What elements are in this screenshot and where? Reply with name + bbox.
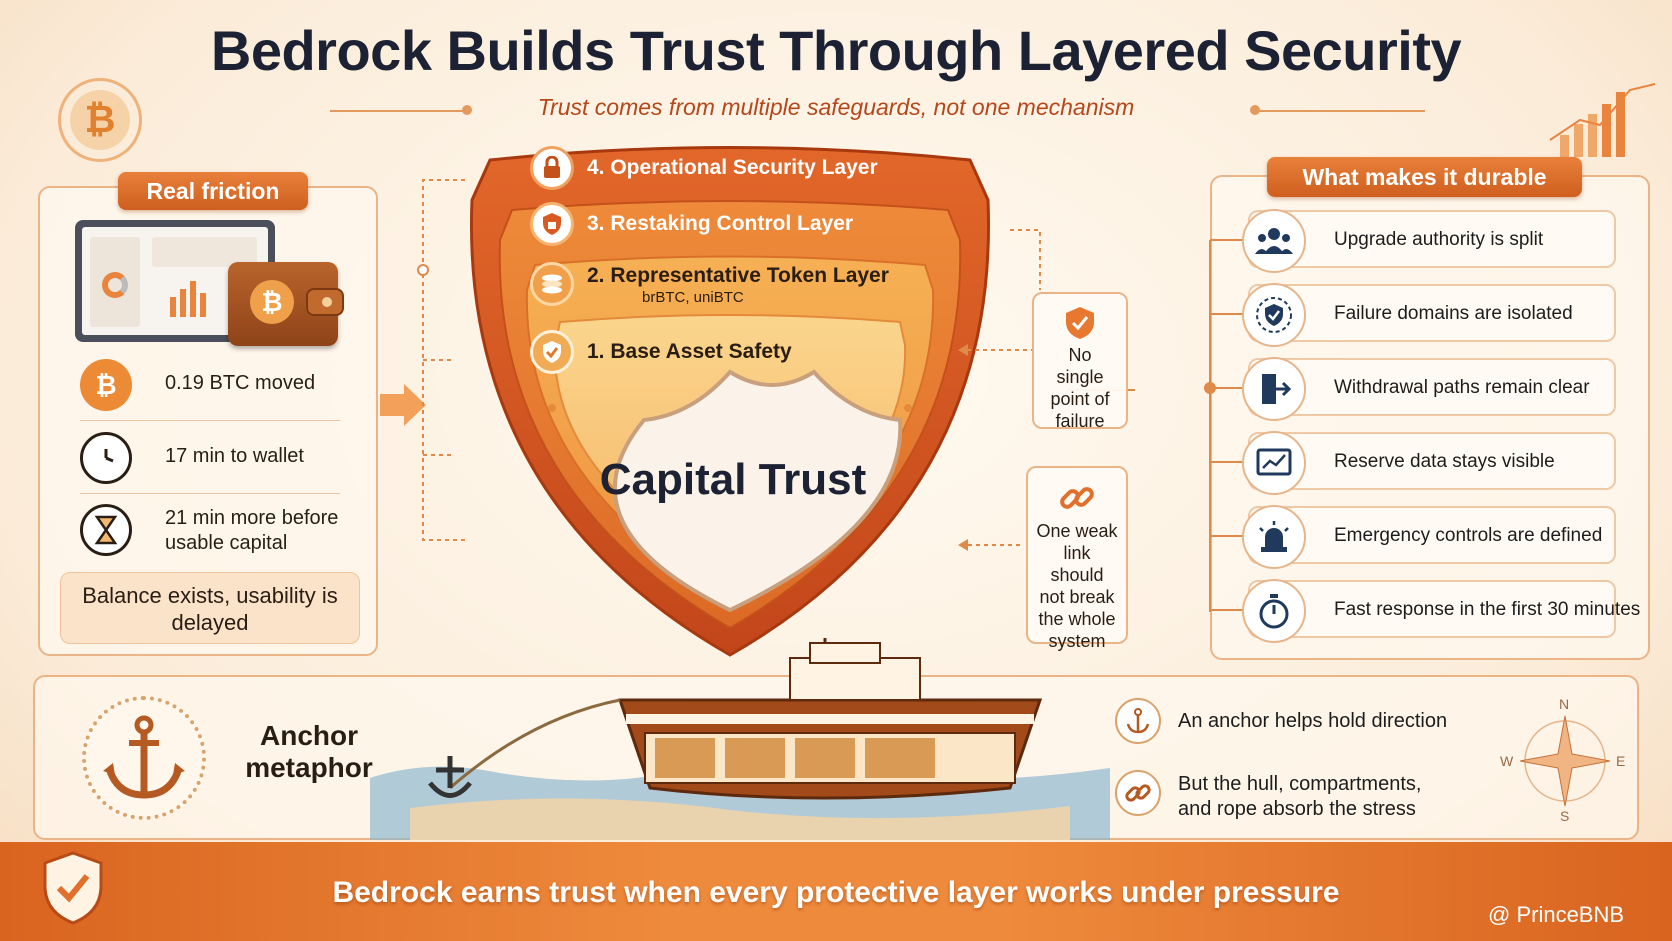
compass-w: W bbox=[1500, 753, 1514, 769]
shield-check-icon bbox=[1064, 306, 1096, 340]
page-subtitle: Trust comes from multiple safeguards, no… bbox=[537, 94, 1135, 120]
layer-2-sublabel: brBTC, uniBTC bbox=[642, 289, 744, 306]
chain-link-icon bbox=[1057, 478, 1097, 518]
durability-connectors bbox=[1204, 239, 1246, 612]
feature-upgrade-authority: Upgrade authority is split bbox=[1242, 209, 1616, 273]
clock-icon bbox=[80, 432, 132, 484]
footer-message: Bedrock earns trust when every protectiv… bbox=[332, 876, 1340, 909]
author-credit: @ PrinceBNB bbox=[1488, 902, 1625, 927]
people-icon bbox=[1242, 209, 1306, 273]
feature-emergency-controls: Emergency controls are defined bbox=[1242, 505, 1616, 569]
metric-divider bbox=[80, 420, 340, 421]
weak-link-text: One weak link should not break the whole… bbox=[1036, 521, 1118, 651]
weak-link-note: One weak link should not break the whole… bbox=[1026, 466, 1128, 651]
bitcoin-icon: ₿ bbox=[80, 359, 132, 411]
layer-2-label: 2. Representative Token Layer bbox=[587, 264, 889, 287]
feature-fast-response: Fast response in the first 30 minutes bbox=[1242, 579, 1640, 643]
feature-label: Emergency controls are defined bbox=[1334, 525, 1603, 546]
feature-label: Upgrade authority is split bbox=[1334, 229, 1544, 250]
feature-label: Withdrawal paths remain clear bbox=[1334, 377, 1590, 398]
feature-label: Failure domains are isolated bbox=[1334, 303, 1573, 324]
feature-label: Fast response in the first 30 minutes bbox=[1334, 599, 1641, 620]
metric-time-to-wallet: 17 min to wallet bbox=[80, 428, 350, 490]
exit-door-icon bbox=[1242, 357, 1306, 421]
core-shield-shape bbox=[612, 369, 903, 613]
chain-link-icon bbox=[1115, 770, 1161, 816]
metric-text: 0.19 BTC moved bbox=[165, 372, 316, 394]
ship-illustration bbox=[370, 638, 1110, 840]
lock-icon bbox=[530, 146, 574, 190]
metric-text: 21 min more before usable capital bbox=[165, 507, 339, 554]
metric-usable-capital: 21 min more before usable capital bbox=[80, 500, 350, 562]
balance-note: Balance exists, usability is delayed bbox=[60, 572, 360, 644]
shield-icon bbox=[1242, 283, 1306, 347]
capital-trust-label: Capital Trust bbox=[599, 455, 867, 504]
hourglass-icon bbox=[80, 504, 132, 556]
feature-failure-domains: Failure domains are isolated bbox=[1242, 283, 1616, 347]
footer-banner bbox=[0, 842, 1672, 941]
connector-lines bbox=[417, 179, 465, 541]
compass-e: E bbox=[1616, 753, 1626, 769]
no-single-point-note: No single point of failure bbox=[1032, 292, 1128, 431]
stopwatch-icon bbox=[1242, 579, 1306, 643]
compass-rose-icon: N E S W bbox=[1500, 696, 1630, 826]
subtitle-line-left bbox=[330, 110, 470, 112]
metaphor-line-2: But the hull, compartments, and rope abs… bbox=[1178, 773, 1422, 820]
bitcoin-emblem-icon: ₿ bbox=[58, 78, 142, 162]
metaphor-line-1: An anchor helps hold direction bbox=[1178, 710, 1448, 732]
metric-btc-moved: ₿ 0.19 BTC moved bbox=[80, 355, 350, 417]
shield-lock-icon bbox=[530, 202, 574, 246]
metric-divider bbox=[80, 493, 340, 494]
stack-icon bbox=[530, 262, 574, 306]
anchor-metaphor-title: Anchor metaphor bbox=[245, 720, 373, 783]
check-shield-icon bbox=[530, 330, 574, 374]
anchor-emblem-icon bbox=[82, 696, 206, 820]
real-friction-heading: Real friction bbox=[118, 172, 308, 210]
compass-n: N bbox=[1559, 696, 1570, 712]
page-title: Bedrock Builds Trust Through Layered Sec… bbox=[210, 19, 1462, 82]
feature-withdrawal-paths: Withdrawal paths remain clear bbox=[1242, 357, 1616, 421]
footer-shield-icon bbox=[40, 850, 106, 926]
no-single-point-text: No single point of failure bbox=[1050, 345, 1110, 431]
anchor-icon bbox=[1115, 698, 1161, 744]
layer-3-label: 3. Restaking Control Layer bbox=[587, 212, 854, 235]
feature-reserve-data: Reserve data stays visible bbox=[1242, 431, 1616, 495]
chart-monitor-icon bbox=[1242, 431, 1306, 495]
feature-label: Reserve data stays visible bbox=[1334, 451, 1555, 472]
layer-1-label: 1. Base Asset Safety bbox=[587, 340, 792, 363]
subtitle-line-right bbox=[1255, 110, 1425, 112]
subtitle-dot-left bbox=[462, 105, 472, 115]
layered-shield bbox=[469, 146, 991, 657]
alarm-icon bbox=[1242, 505, 1306, 569]
durability-heading: What makes it durable bbox=[1267, 157, 1582, 197]
layer-4-label: 4. Operational Security Layer bbox=[587, 156, 878, 179]
bitcoin-wallet-icon: ₿ bbox=[228, 262, 344, 346]
arrow-right-icon bbox=[380, 384, 426, 426]
metric-text: 17 min to wallet bbox=[165, 445, 304, 467]
bar-chart-decoration-icon bbox=[1549, 83, 1656, 157]
compass-s: S bbox=[1560, 808, 1570, 824]
